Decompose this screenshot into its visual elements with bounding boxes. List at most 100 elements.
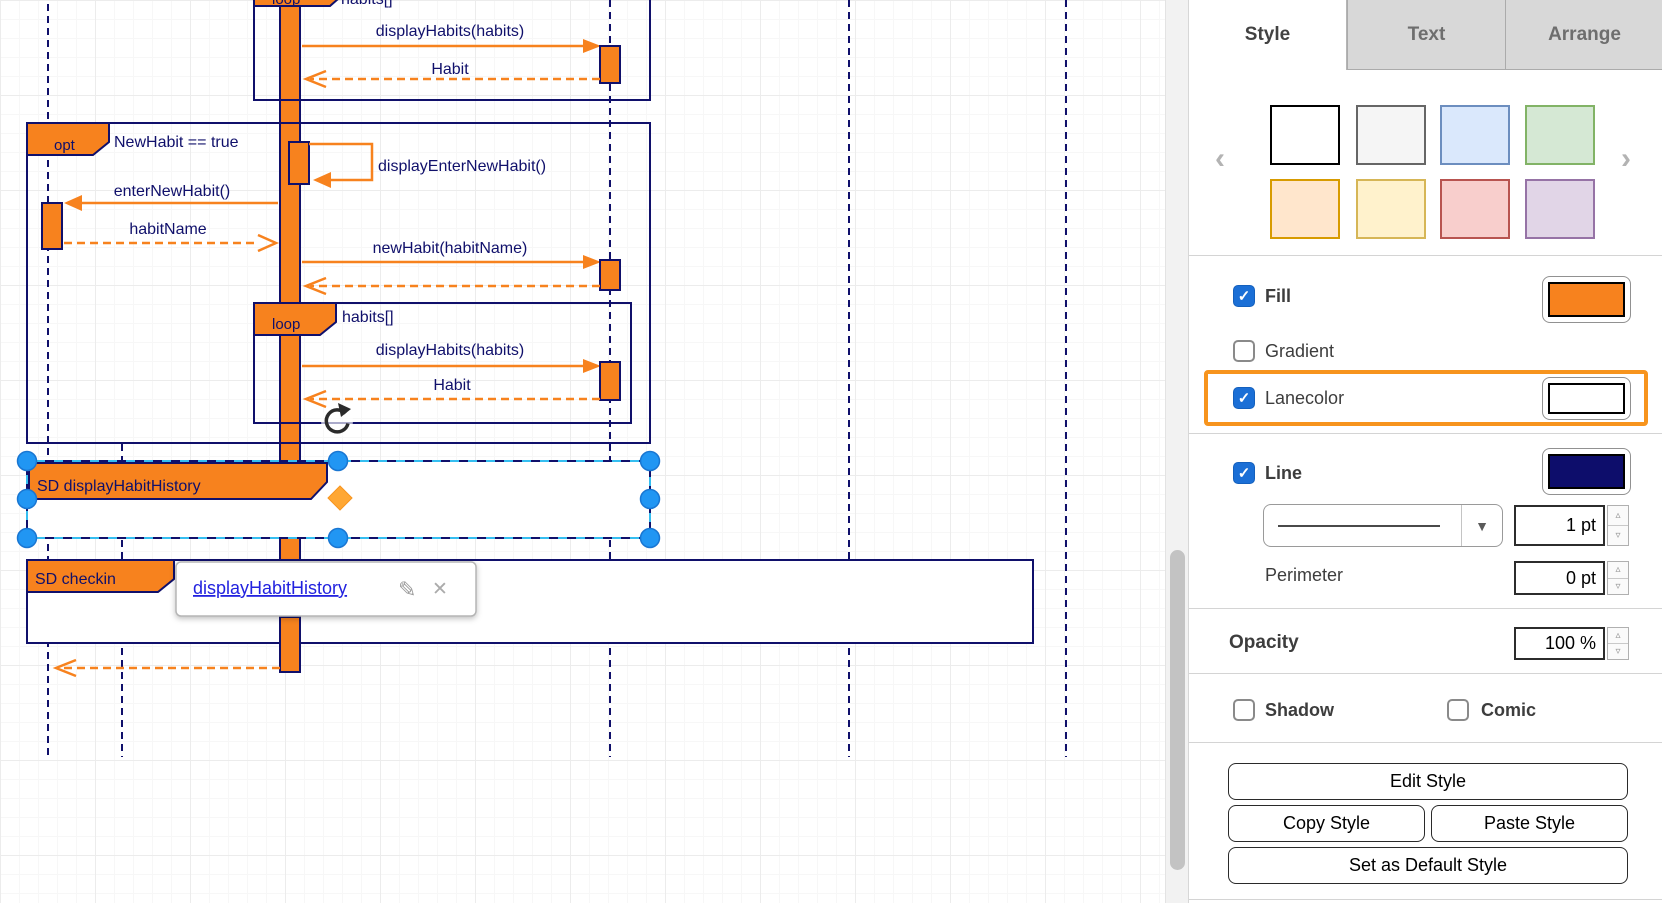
fragment-guard: habits[] <box>342 309 394 326</box>
resize-handle-w[interactable] <box>16 488 38 510</box>
opacity-input[interactable]: 100 % <box>1514 627 1605 660</box>
section-divider <box>1189 433 1662 434</box>
fragment-guard: habits[] <box>341 0 393 8</box>
fragment-frame[interactable] <box>253 302 632 424</box>
shadow-checkbox[interactable] <box>1233 699 1255 721</box>
resize-handle-se[interactable] <box>639 527 661 549</box>
line-color-button[interactable] <box>1542 448 1631 495</box>
fill-checkbox[interactable]: ✓ <box>1233 285 1255 307</box>
line-style-preview <box>1278 524 1440 527</box>
message-label: displayHabits(habits) <box>376 23 525 40</box>
color-swatch[interactable] <box>1270 105 1340 165</box>
copy-style-button[interactable]: Copy Style <box>1228 805 1425 842</box>
edit-pencil-icon[interactable]: ✎ <box>398 577 416 602</box>
fragment-frame[interactable] <box>253 0 651 101</box>
edit-style-button[interactable]: Edit Style <box>1228 763 1628 800</box>
chevron-left-icon[interactable]: ‹ <box>1215 142 1225 175</box>
activation-bar[interactable] <box>599 45 621 84</box>
fragment-label: loop <box>272 0 300 8</box>
format-tabbar: Style Text Arrange <box>1189 0 1662 70</box>
arrowhead <box>583 359 601 373</box>
line-label: Line <box>1265 463 1303 483</box>
perimeter-label: Perimeter <box>1265 565 1344 585</box>
fragment-sd-history-selected[interactable]: SD displayHabitHistory <box>16 450 661 549</box>
activation-bar[interactable] <box>41 202 63 250</box>
activation-bar[interactable] <box>599 361 621 401</box>
tab-text[interactable]: Text <box>1347 0 1505 70</box>
arrowhead <box>583 255 601 269</box>
return-label: Habit <box>433 377 471 394</box>
gradient-label: Gradient <box>1265 341 1335 361</box>
color-swatch[interactable] <box>1440 179 1510 239</box>
activation-bar[interactable] <box>599 259 621 291</box>
gradient-checkbox[interactable] <box>1233 340 1255 362</box>
stepper-up-icon[interactable]: ▵ <box>1608 562 1628 579</box>
color-swatch[interactable] <box>1440 105 1510 165</box>
diagram-canvas[interactable]: loop habits[] displayHabits(habits) Habi… <box>0 0 1165 903</box>
stepper-down-icon[interactable]: ▿ <box>1615 580 1621 592</box>
line-checkbox[interactable]: ✓ <box>1233 462 1255 484</box>
section-divider <box>1189 673 1662 674</box>
section-divider <box>1189 255 1662 256</box>
line-style-dropdown[interactable]: ▼ <box>1263 504 1503 547</box>
message-label: displayEnterNewHabit() <box>378 158 546 175</box>
activation-bar-main-segment[interactable] <box>279 616 301 673</box>
fill-color-button[interactable] <box>1542 276 1631 323</box>
color-swatch[interactable] <box>1270 179 1340 239</box>
line-width-input[interactable]: 1 pt <box>1514 505 1605 546</box>
fragment-frame[interactable] <box>26 122 651 444</box>
perimeter-input[interactable]: 0 pt <box>1514 561 1605 595</box>
fragment-label-pentagon[interactable] <box>26 122 110 156</box>
stepper-down-icon[interactable]: ▿ <box>1615 646 1621 657</box>
fragment-label-pentagon[interactable] <box>253 302 337 336</box>
resize-handle-sw[interactable] <box>16 527 38 549</box>
fragment-opt[interactable]: opt NewHabit == true displayEnterNewHabi… <box>26 122 651 444</box>
self-message-arrow[interactable] <box>309 142 374 182</box>
fragment-label: loop <box>272 316 300 333</box>
link-popup: displayHabitHistory ✎ ✕ <box>175 561 477 617</box>
paste-style-button[interactable]: Paste Style <box>1431 805 1628 842</box>
lanecolor-checkbox[interactable]: ✓ <box>1233 387 1255 409</box>
resize-handle-ne[interactable] <box>639 450 661 472</box>
fragment-loop-inner[interactable]: loop habits[] displayHabits(habits) Habi… <box>253 302 632 424</box>
perimeter-stepper: ▵ ▿ <box>1607 561 1629 595</box>
chevron-right-icon[interactable]: › <box>1621 142 1631 175</box>
popup-link[interactable]: displayHabitHistory <box>193 578 347 598</box>
lanecolor-color-button[interactable] <box>1542 377 1631 420</box>
vertical-scrollbar-track[interactable] <box>1165 0 1188 903</box>
close-icon[interactable]: ✕ <box>432 579 448 600</box>
resize-handle-s[interactable] <box>327 527 349 549</box>
lanecolor-color-preview <box>1548 383 1625 414</box>
stepper-up-icon[interactable]: ▵ <box>1608 506 1628 526</box>
stepper-up-icon[interactable]: ▵ <box>1608 628 1628 644</box>
resize-handle-n[interactable] <box>327 450 349 472</box>
resize-handle-nw[interactable] <box>16 450 38 472</box>
arrowhead <box>583 39 601 53</box>
activation-bar-nested[interactable] <box>288 141 310 185</box>
opacity-label: Opacity <box>1229 632 1299 653</box>
tab-style[interactable]: Style <box>1189 0 1347 70</box>
comic-label: Comic <box>1481 700 1537 720</box>
comic-checkbox[interactable] <box>1447 699 1469 721</box>
vertical-scrollbar-thumb[interactable] <box>1170 550 1185 870</box>
dropdown-arrow-icon: ▼ <box>1461 505 1502 546</box>
tab-arrange[interactable]: Arrange <box>1505 0 1662 70</box>
open-arrowhead <box>52 658 77 678</box>
arrowhead <box>313 172 331 188</box>
fragment-loop-top[interactable]: loop habits[] displayHabits(habits) Habi… <box>253 0 651 101</box>
fragment-label-pentagon[interactable] <box>26 559 175 593</box>
message-label: newHabit(habitName) <box>373 240 528 257</box>
fragment-label: SD checkin <box>35 571 116 588</box>
orange-diamond-handle[interactable] <box>327 485 353 511</box>
color-swatch[interactable] <box>1525 179 1595 239</box>
color-swatch[interactable] <box>1356 105 1426 165</box>
color-swatch[interactable] <box>1356 179 1426 239</box>
resize-handle-e[interactable] <box>639 488 661 510</box>
stepper-down-icon[interactable]: ▿ <box>1615 530 1621 541</box>
format-panel: Style Text Arrange ‹ › ✓ Fill Gradient ✓… <box>1188 0 1662 903</box>
set-default-style-button[interactable]: Set as Default Style <box>1228 847 1628 884</box>
fragment-label-pentagon[interactable] <box>253 0 346 7</box>
color-swatch[interactable] <box>1525 105 1595 165</box>
lanecolor-highlight <box>1204 370 1648 426</box>
